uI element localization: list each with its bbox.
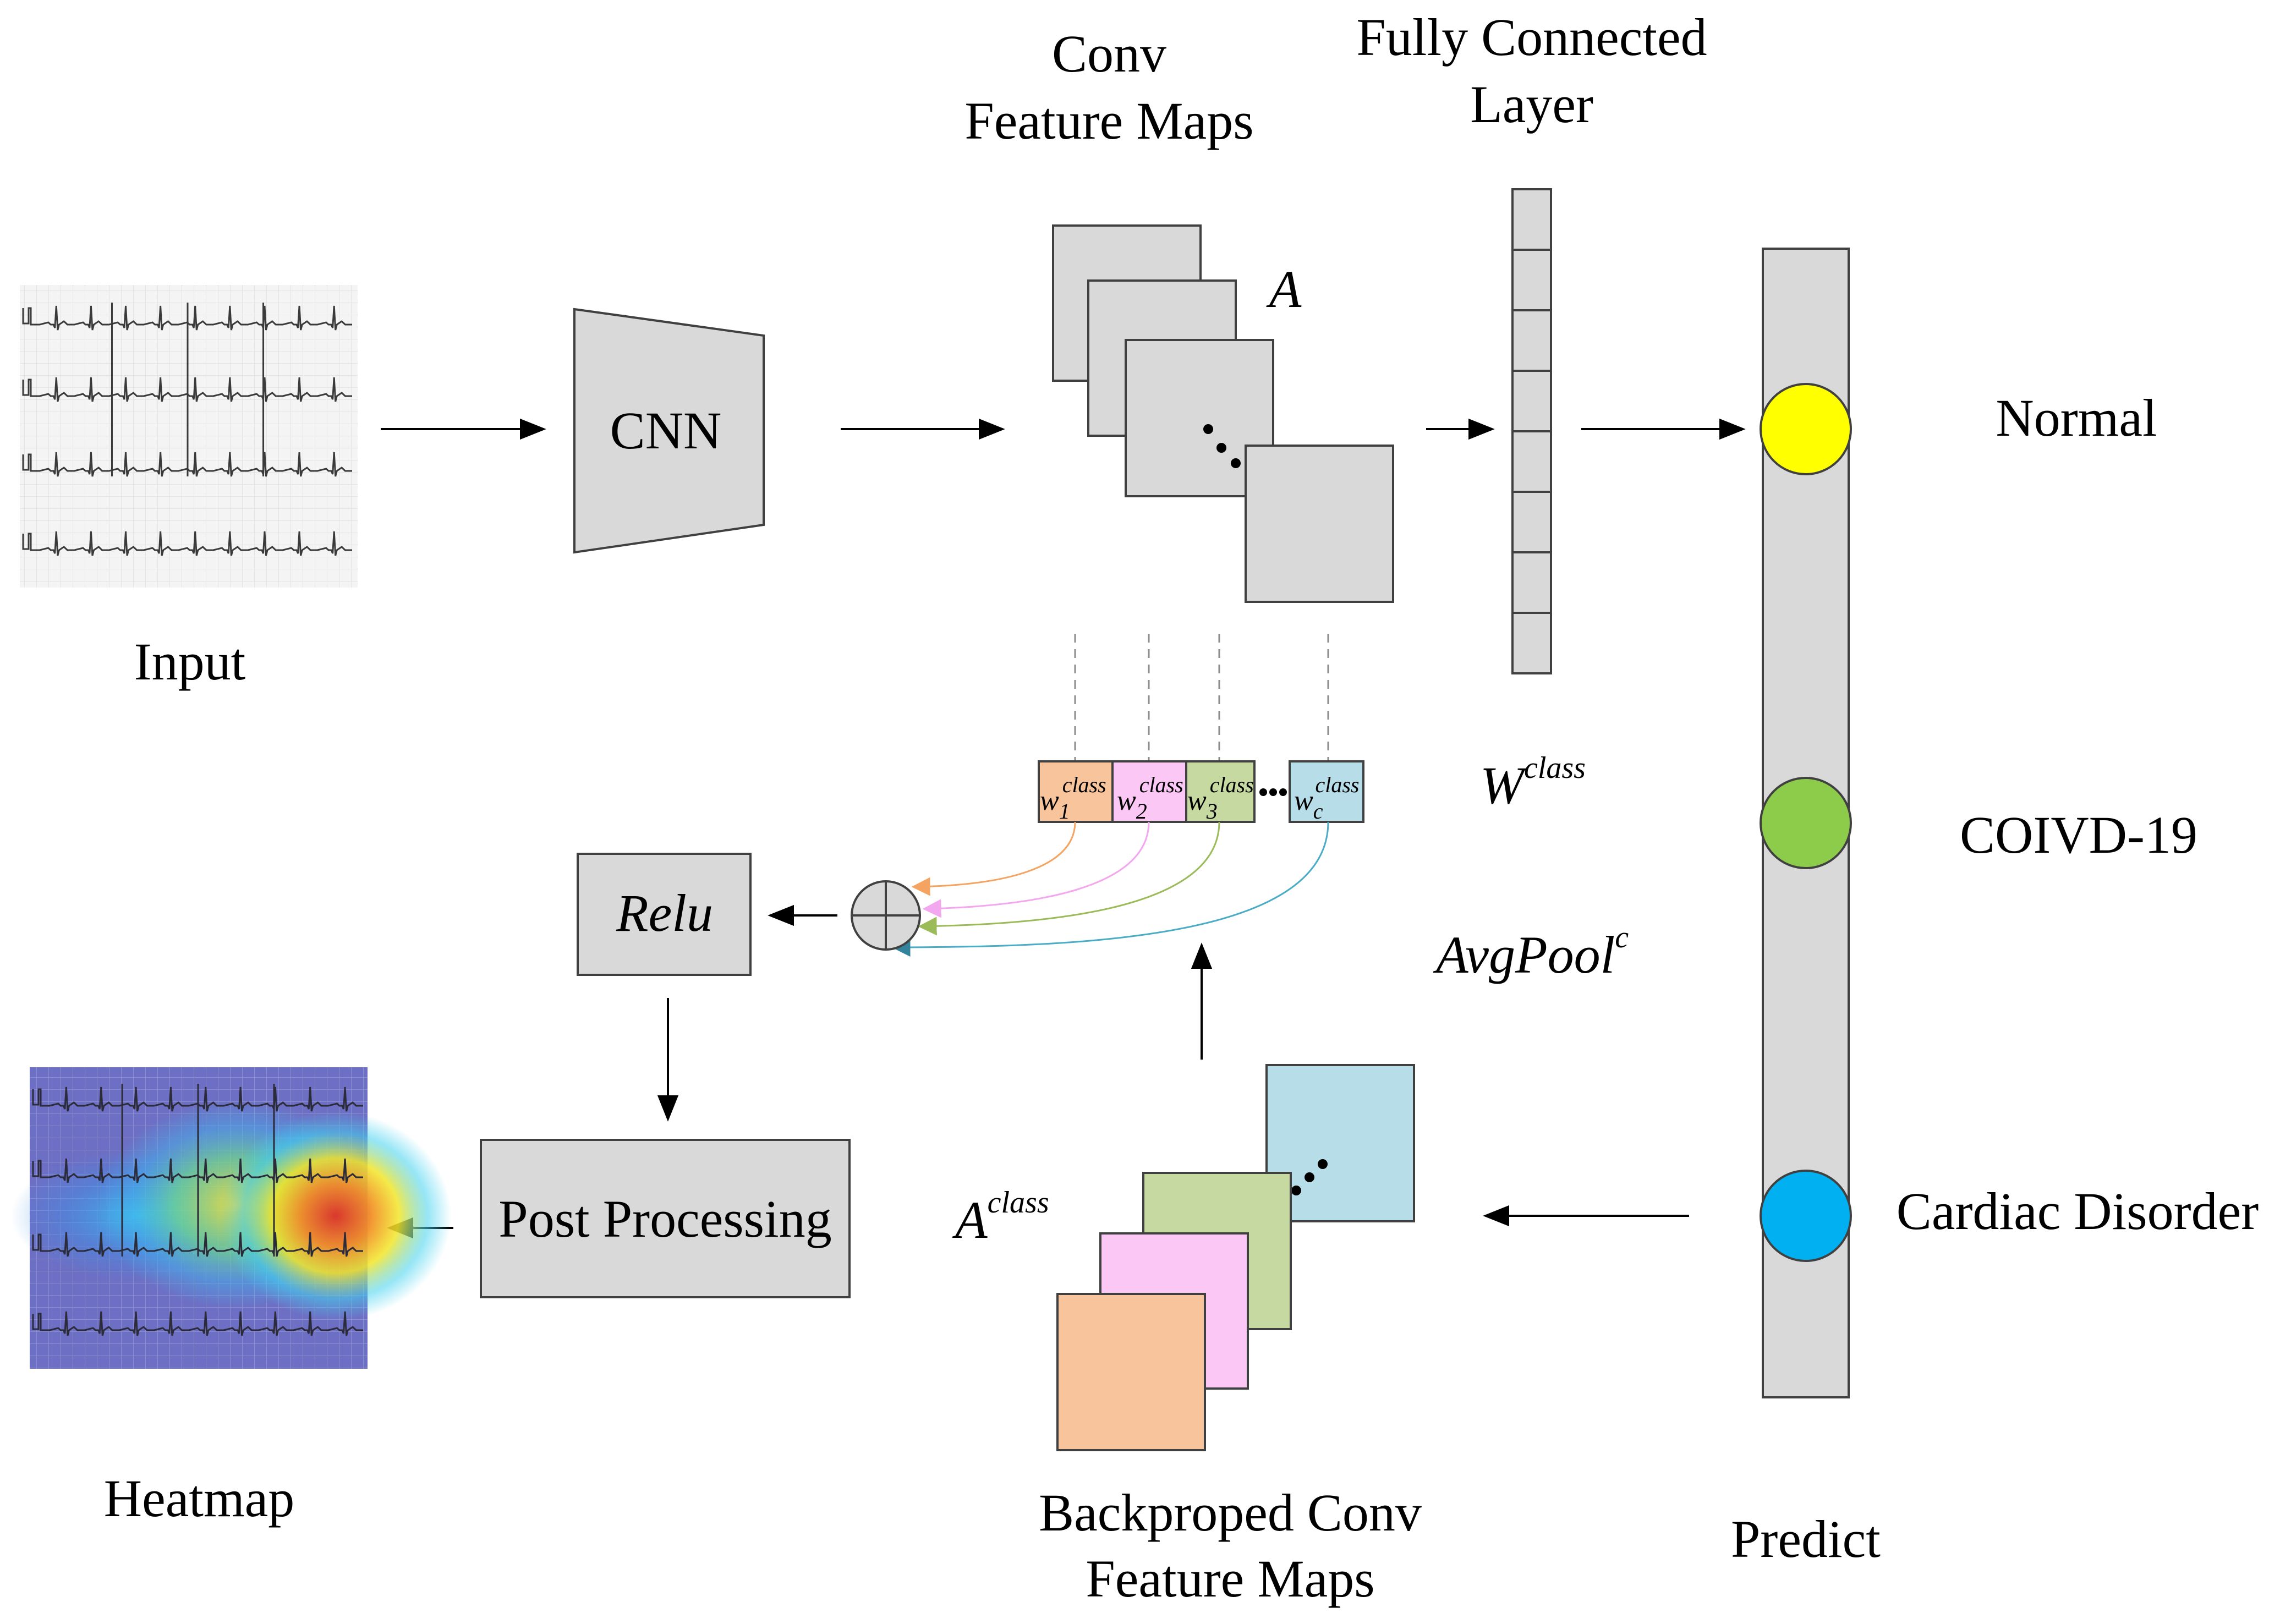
- backprop-symbol: Aclass: [952, 1186, 1049, 1249]
- fc-cell: [1511, 430, 1552, 493]
- class-label-normal: Normal: [1996, 388, 2157, 447]
- conv-feature-maps-stack: [1052, 224, 1394, 603]
- fc-cell: [1511, 249, 1552, 311]
- weight-label-2: w2class: [1117, 772, 1183, 824]
- curve-wc: [891, 821, 1329, 957]
- fc-cell: [1511, 188, 1552, 251]
- fc-cell: [1511, 370, 1552, 432]
- input-label: Input: [134, 632, 246, 691]
- weight-label-1: w1class: [1040, 772, 1106, 824]
- class-node-covid: [1760, 777, 1852, 869]
- backprop-title-line2: Feature Maps: [1086, 1549, 1374, 1608]
- avgpool-label: AvgPoolc: [1433, 920, 1629, 984]
- fc-cell: [1511, 551, 1552, 614]
- curve-w2: [922, 821, 1150, 918]
- post-processing-label: Post Processing: [498, 1189, 831, 1248]
- predict-label: Predict: [1731, 1510, 1881, 1568]
- heatmap-image: [11, 1067, 451, 1369]
- relu-block: [577, 853, 752, 976]
- feature-map-ellipsis: [1203, 424, 1241, 468]
- fc-layer-title-line2: Layer: [1470, 75, 1593, 134]
- cnn-label: CNN: [610, 401, 722, 460]
- weight-label-3: w3class: [1187, 772, 1254, 824]
- post-processing-block: [480, 1139, 851, 1298]
- heatmap-ecg-traces: [32, 1084, 363, 1336]
- fc-cell: [1511, 491, 1552, 553]
- backprop-map-1: [1056, 1293, 1206, 1451]
- feature-map-last: [1245, 445, 1394, 603]
- feature-map-symbol-A: A: [1266, 260, 1302, 319]
- weighted-sum-curves: [891, 821, 1329, 957]
- fc-cell: [1511, 612, 1552, 674]
- class-weight-vector: w1class w2class w3class wcclass: [1038, 760, 1364, 824]
- fc-cell: [1511, 309, 1552, 372]
- feature-to-weight-dashes: [1074, 634, 1329, 761]
- class-node-cardiac: [1760, 1170, 1852, 1262]
- curve-w3: [918, 821, 1220, 936]
- input-ecg-image: [20, 285, 358, 588]
- weight-matrix-symbol: Wclass: [1480, 751, 1586, 815]
- class-node-normal: [1760, 383, 1852, 475]
- class-label-cardiac: Cardiac Disorder: [1897, 1182, 2259, 1241]
- input-ecg-traces: [22, 303, 352, 556]
- sum-node: [851, 880, 921, 951]
- weight-label-c: wcclass: [1294, 772, 1359, 824]
- fc-layer-column: [1511, 188, 1552, 674]
- conv-feature-maps-title-line2: Feature Maps: [964, 91, 1253, 150]
- backprop-title-line1: Backproped Conv: [1039, 1483, 1422, 1542]
- backprop-feature-maps-stack: [1056, 1064, 1415, 1451]
- weight-ellipsis: [1259, 788, 1287, 796]
- conv-feature-maps-title-line1: Conv: [1052, 24, 1166, 83]
- relu-label: Relu: [616, 884, 713, 942]
- class-label-covid: COIVD-19: [1960, 805, 2197, 864]
- curve-w1: [911, 821, 1076, 896]
- fc-layer-title-line1: Fully Connected: [1356, 8, 1707, 67]
- backprop-map-ellipsis: [1291, 1159, 1328, 1195]
- cnn-block: [573, 308, 765, 554]
- heatmap-label: Heatmap: [104, 1469, 295, 1528]
- weight-cell-c: [1289, 760, 1364, 823]
- weight-cell-3: [1185, 760, 1256, 823]
